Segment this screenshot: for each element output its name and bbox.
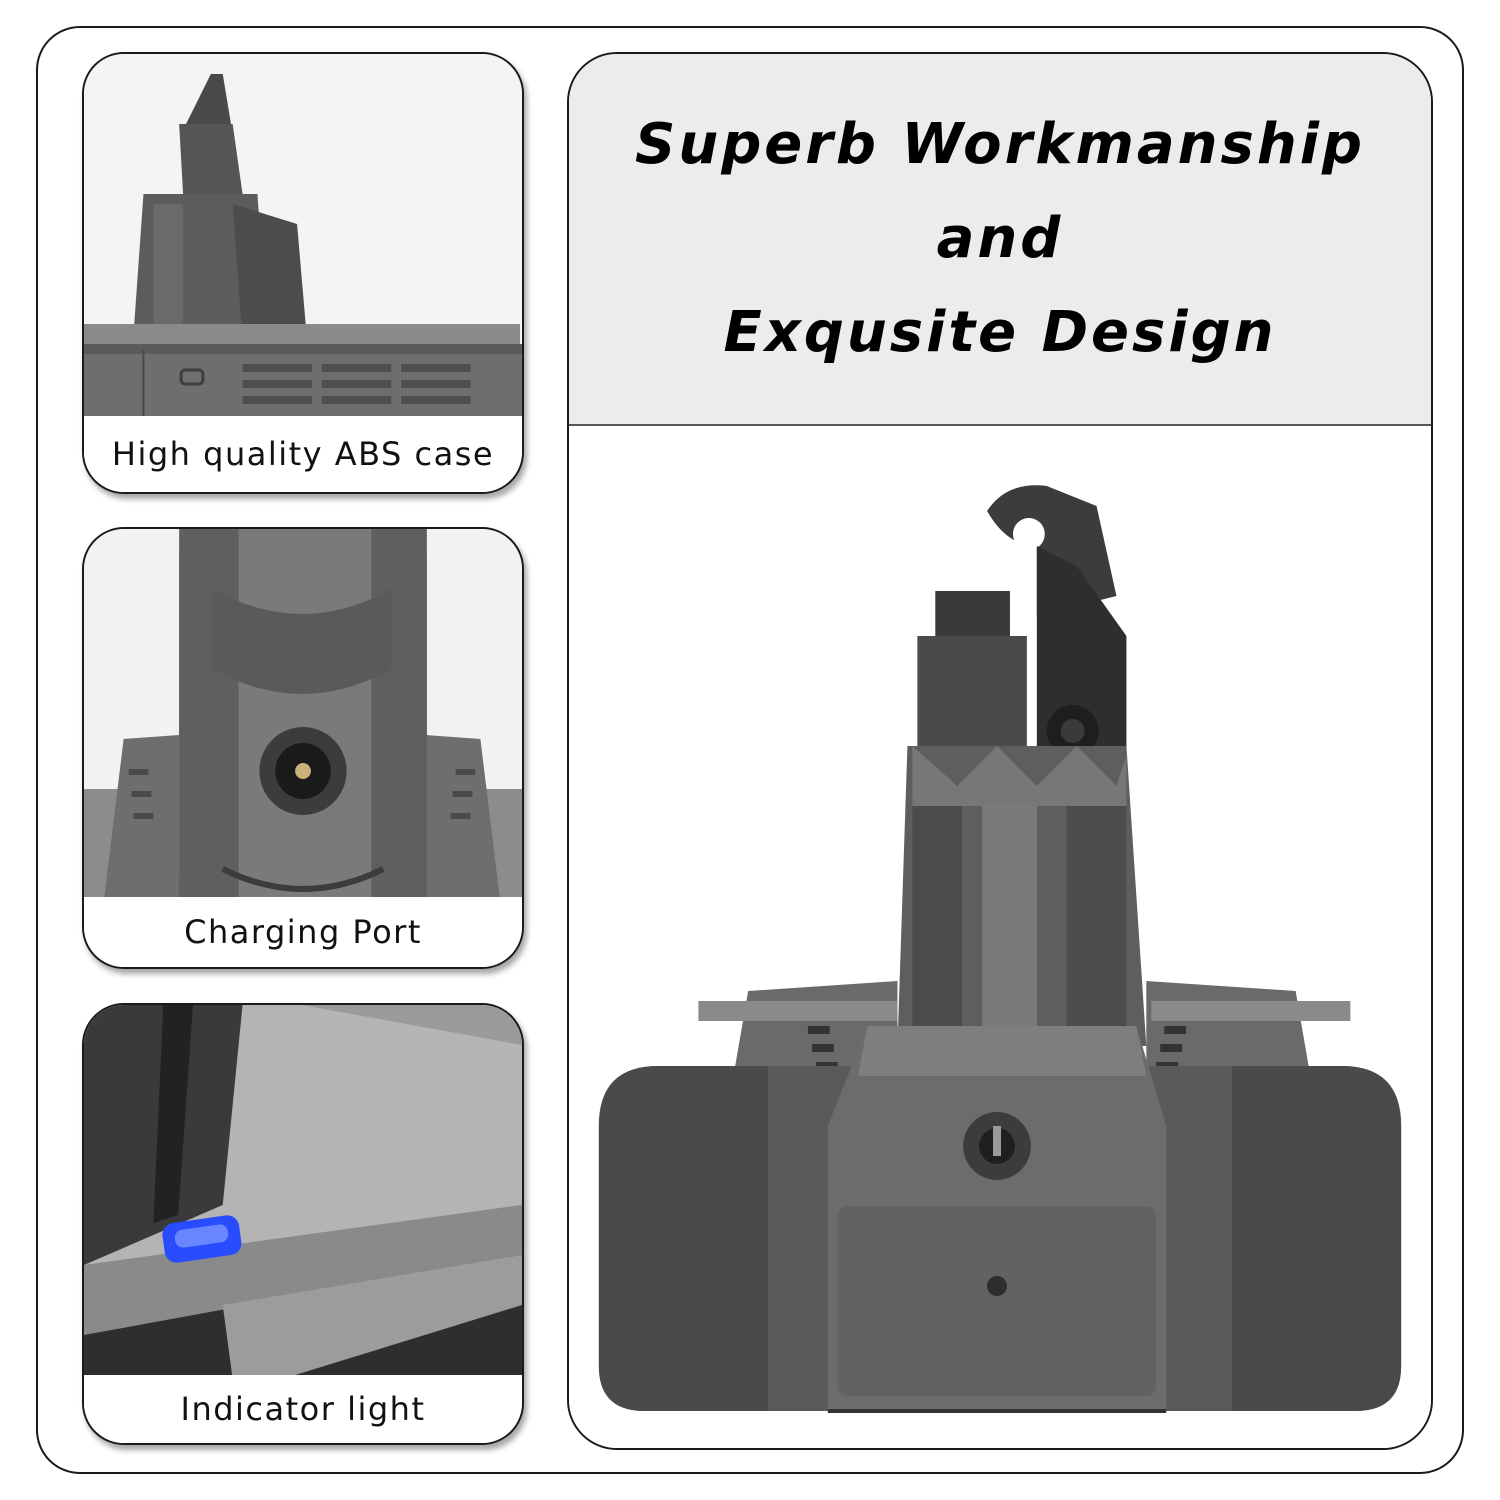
headline-line-1: Superb Workmanship [635,112,1365,177]
headline-line-3: Exqusite Design [723,300,1277,365]
vacuum-battery-icon [569,426,1431,1448]
abs-case-photo [84,54,522,420]
abs-case-caption: High quality ABS case [84,416,522,492]
headline-banner: Superb Workmanship and Exqusite Design [569,54,1431,426]
charging-port-photo [84,529,522,901]
product-photo [569,426,1431,1448]
main-product-panel: Superb Workmanship and Exqusite Design [567,52,1433,1450]
feature-card-indicator-light: Indicator light [82,1003,524,1445]
indicator-light-photo [84,1005,522,1379]
charging-port-icon [84,529,522,901]
indicator-light-icon [84,1005,522,1379]
feature-card-abs-case: High quality ABS case [82,52,524,494]
charging-port-caption: Charging Port [84,897,522,967]
indicator-light-caption: Indicator light [84,1375,522,1443]
headline-line-2: and [936,206,1064,271]
battery-case-icon [84,54,522,420]
feature-card-charging-port: Charging Port [82,527,524,969]
